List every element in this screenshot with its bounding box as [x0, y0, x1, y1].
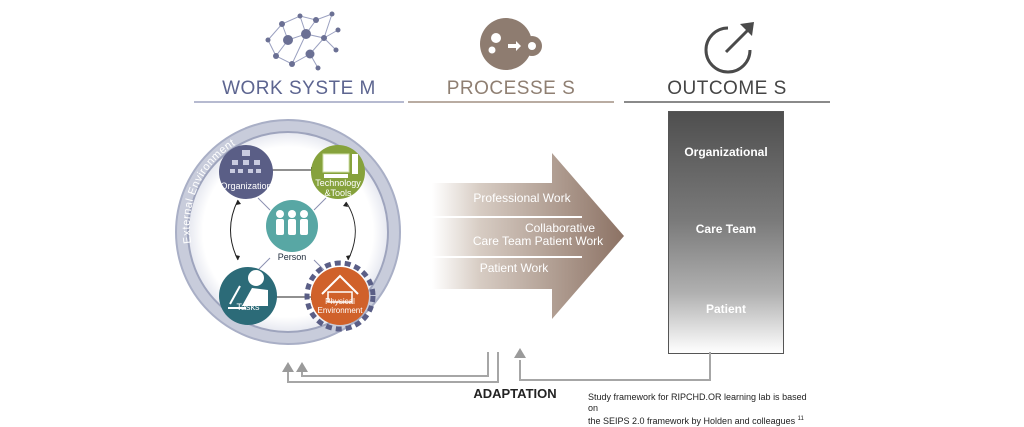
person-node [266, 200, 318, 252]
adaptation-feedback-lines [282, 348, 711, 383]
technology-label-1: Technology [315, 178, 361, 188]
process-professional-work: Professional Work [473, 191, 571, 205]
outcomes-title: OUTCOME S [667, 78, 787, 99]
tasks-label: Tasks [236, 302, 260, 312]
footnote-ref: 11 [797, 416, 804, 422]
adaptation-label: ADAPTATION [473, 386, 557, 401]
outcome-patient: Patient [705, 302, 746, 316]
outcomes-rule [624, 101, 830, 103]
footnote-line-1: Study framework for RIPCHD.OR learning l… [588, 392, 807, 413]
technology-node [311, 145, 365, 199]
organization-node [219, 145, 273, 199]
footnote: Study framework for RIPCHD.OR learning l… [588, 392, 818, 427]
work-system-rule [194, 101, 404, 103]
footnote-line-2: the SEIPS 2.0 framework by Holden and co… [588, 416, 804, 426]
outcomes-bar [668, 111, 784, 354]
physical-environment-node [304, 260, 376, 332]
gears-icon [480, 18, 542, 70]
physical-label-1: Physical [325, 297, 355, 306]
outcome-organizational: Organizational [684, 145, 768, 159]
tasks-node [219, 267, 277, 325]
outcome-care-team: Care Team [695, 222, 757, 236]
processes-rule [408, 101, 614, 103]
work-system-title: WORK SYSTE M [222, 78, 376, 99]
physical-label-2: Environment [317, 306, 363, 315]
network-icon [265, 11, 341, 71]
person-label: Person [277, 252, 307, 262]
work-system-diagram: External Environment [175, 119, 401, 345]
process-collaborative: Collaborative [524, 221, 596, 235]
processes-title: PROCESSE S [446, 78, 576, 99]
processes-arrow [432, 153, 624, 319]
outcome-arrow-icon [704, 22, 754, 74]
technology-label-2: &Tools [324, 188, 352, 198]
process-care-team-patient-work: Care Team Patient Work [472, 234, 604, 248]
organization-label: Organization [220, 181, 272, 191]
process-patient-work: Patient Work [479, 261, 549, 275]
